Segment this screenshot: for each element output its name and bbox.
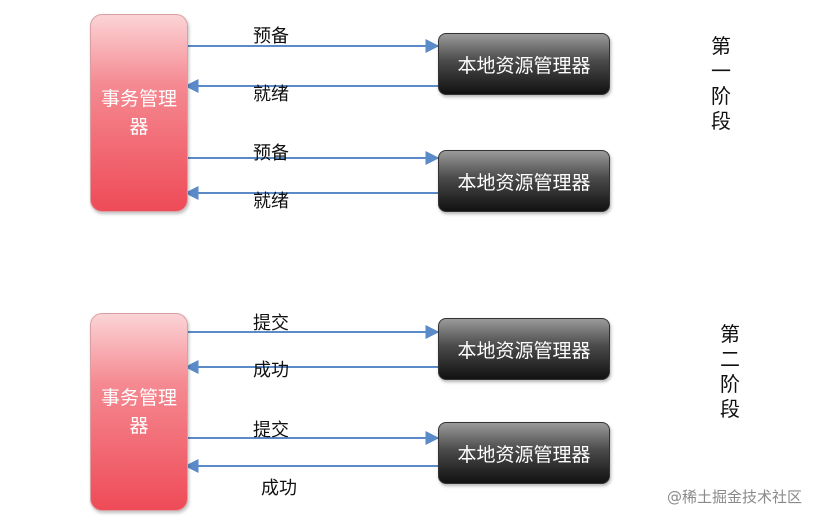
resource-manager-label: 本地资源管理器 — [457, 339, 591, 362]
label-ready-2: 就绪 — [253, 191, 289, 212]
label-success-1: 成功 — [253, 360, 289, 381]
resource-manager-3: 本地资源管理器 — [438, 318, 610, 380]
label-prepare-1: 预备 — [253, 26, 289, 47]
resource-manager-1: 本地资源管理器 — [438, 33, 610, 95]
transaction-manager-phase1: 事务管理器 — [90, 14, 188, 212]
transaction-manager-label: 事务管理器 — [100, 387, 177, 437]
label-ready-1: 就绪 — [253, 84, 289, 105]
phase2-label: 第二阶段 — [720, 322, 740, 421]
transaction-manager-label: 事务管理器 — [100, 88, 177, 138]
label-commit-1: 提交 — [253, 313, 289, 334]
label-prepare-2: 预备 — [253, 143, 289, 164]
resource-manager-label: 本地资源管理器 — [457, 443, 591, 466]
resource-manager-label: 本地资源管理器 — [457, 54, 591, 77]
resource-manager-label: 本地资源管理器 — [457, 171, 591, 194]
resource-manager-4: 本地资源管理器 — [438, 422, 610, 484]
watermark: @稀土掘金技术社区 — [666, 488, 802, 506]
label-success-2: 成功 — [261, 478, 297, 499]
transaction-manager-phase2: 事务管理器 — [90, 313, 188, 511]
label-commit-2: 提交 — [253, 420, 289, 441]
resource-manager-2: 本地资源管理器 — [438, 150, 610, 212]
phase1-label: 第一阶段 — [711, 34, 731, 133]
